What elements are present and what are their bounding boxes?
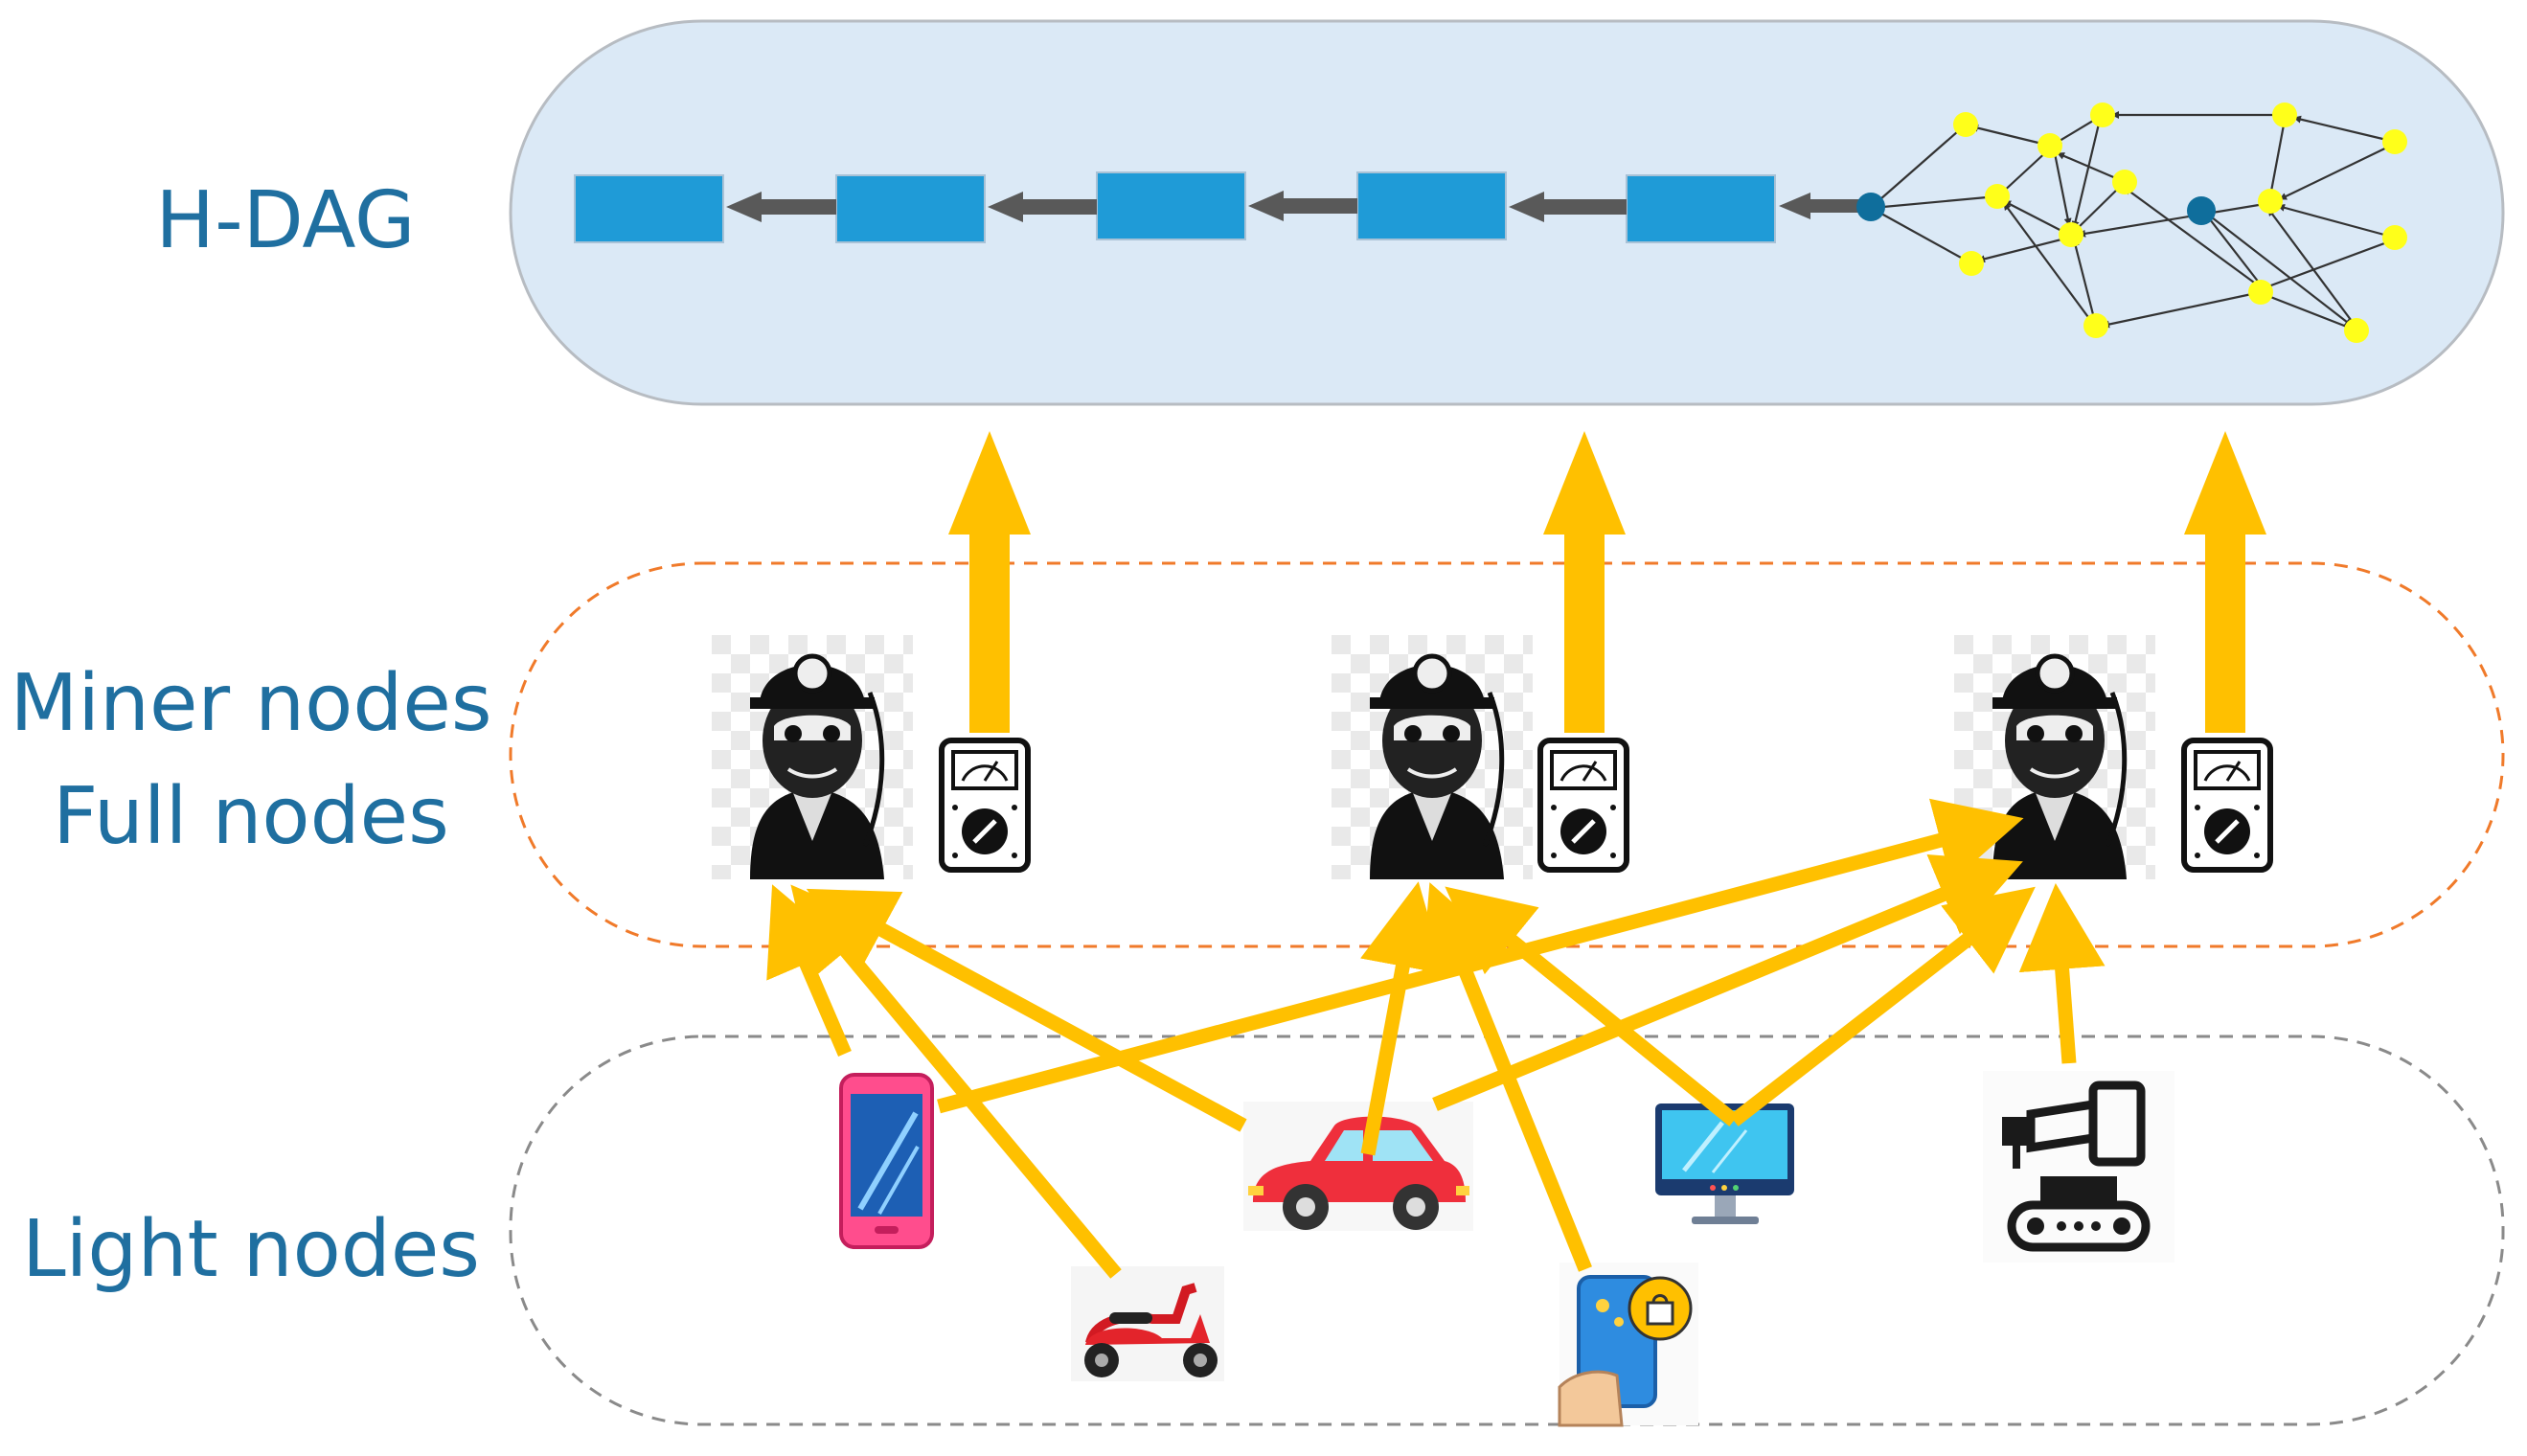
block	[1096, 171, 1246, 240]
mobile-shopping-icon	[1558, 1263, 1698, 1427]
chain-arrow	[1509, 192, 1627, 222]
submit-arrow	[806, 888, 1247, 1132]
dag-node	[2344, 318, 2369, 343]
submit-arrow	[766, 884, 852, 1057]
block	[1626, 174, 1776, 243]
dag-node	[2382, 129, 2407, 154]
submit-arrow	[1445, 886, 1739, 1126]
light-layer	[509, 1035, 2505, 1426]
full-nodes-label: Full nodes	[53, 771, 449, 862]
upload-arrow	[2184, 431, 2266, 733]
dag-tip-node	[1856, 193, 1885, 221]
dag-node	[2038, 133, 2062, 158]
dag-node	[1985, 184, 2010, 209]
multimeter-icon	[2181, 738, 2273, 873]
dag-node	[1953, 112, 1978, 137]
dag-node	[2272, 102, 2297, 127]
block	[1356, 171, 1507, 240]
hdag-label: H-DAG	[155, 175, 415, 266]
chain-arrow	[988, 192, 1097, 222]
dag-node	[2248, 280, 2273, 305]
submit-arrow	[1360, 881, 1446, 1156]
submit-arrow	[1729, 886, 2036, 1126]
block-chain	[574, 171, 1873, 243]
smartphone-icon	[839, 1073, 934, 1249]
dag-node	[1959, 251, 1984, 276]
block	[835, 174, 986, 243]
submit-arrow	[1432, 854, 2023, 1111]
industrial-robot-icon	[1983, 1071, 2174, 1263]
car-icon	[1243, 1102, 1473, 1231]
miner-portrait-icon	[1954, 635, 2155, 879]
chain-arrow	[726, 192, 836, 222]
dag-node	[2083, 313, 2108, 338]
dag-graph	[1872, 111, 2396, 332]
chain-arrow	[1248, 191, 1357, 221]
dag-tip-node	[2187, 196, 2216, 225]
dag-node	[2258, 189, 2283, 214]
chain-arrow	[1779, 193, 1873, 219]
dag-node	[2382, 225, 2407, 250]
upload-arrow	[948, 431, 1031, 733]
dag-node	[2112, 170, 2137, 194]
scooter-icon	[1071, 1266, 1224, 1381]
miner-node-1	[712, 635, 1031, 879]
miner-nodes-label: Miner nodes	[10, 658, 491, 749]
upload-arrow	[1543, 431, 1626, 733]
block	[574, 174, 724, 243]
dag-node	[2090, 102, 2115, 127]
miner-node-2	[1332, 635, 1629, 879]
dag-node	[2059, 222, 2083, 247]
dag-nodes	[1856, 102, 2407, 343]
miner-node-3	[1954, 635, 2273, 879]
light-nodes-label: Light nodes	[22, 1204, 480, 1295]
submit-arrow	[2018, 883, 2106, 1064]
miner-portrait-icon	[1332, 635, 1533, 879]
miner-portrait-icon	[712, 635, 913, 879]
multimeter-icon	[939, 738, 1031, 873]
multimeter-icon	[1537, 738, 1629, 873]
